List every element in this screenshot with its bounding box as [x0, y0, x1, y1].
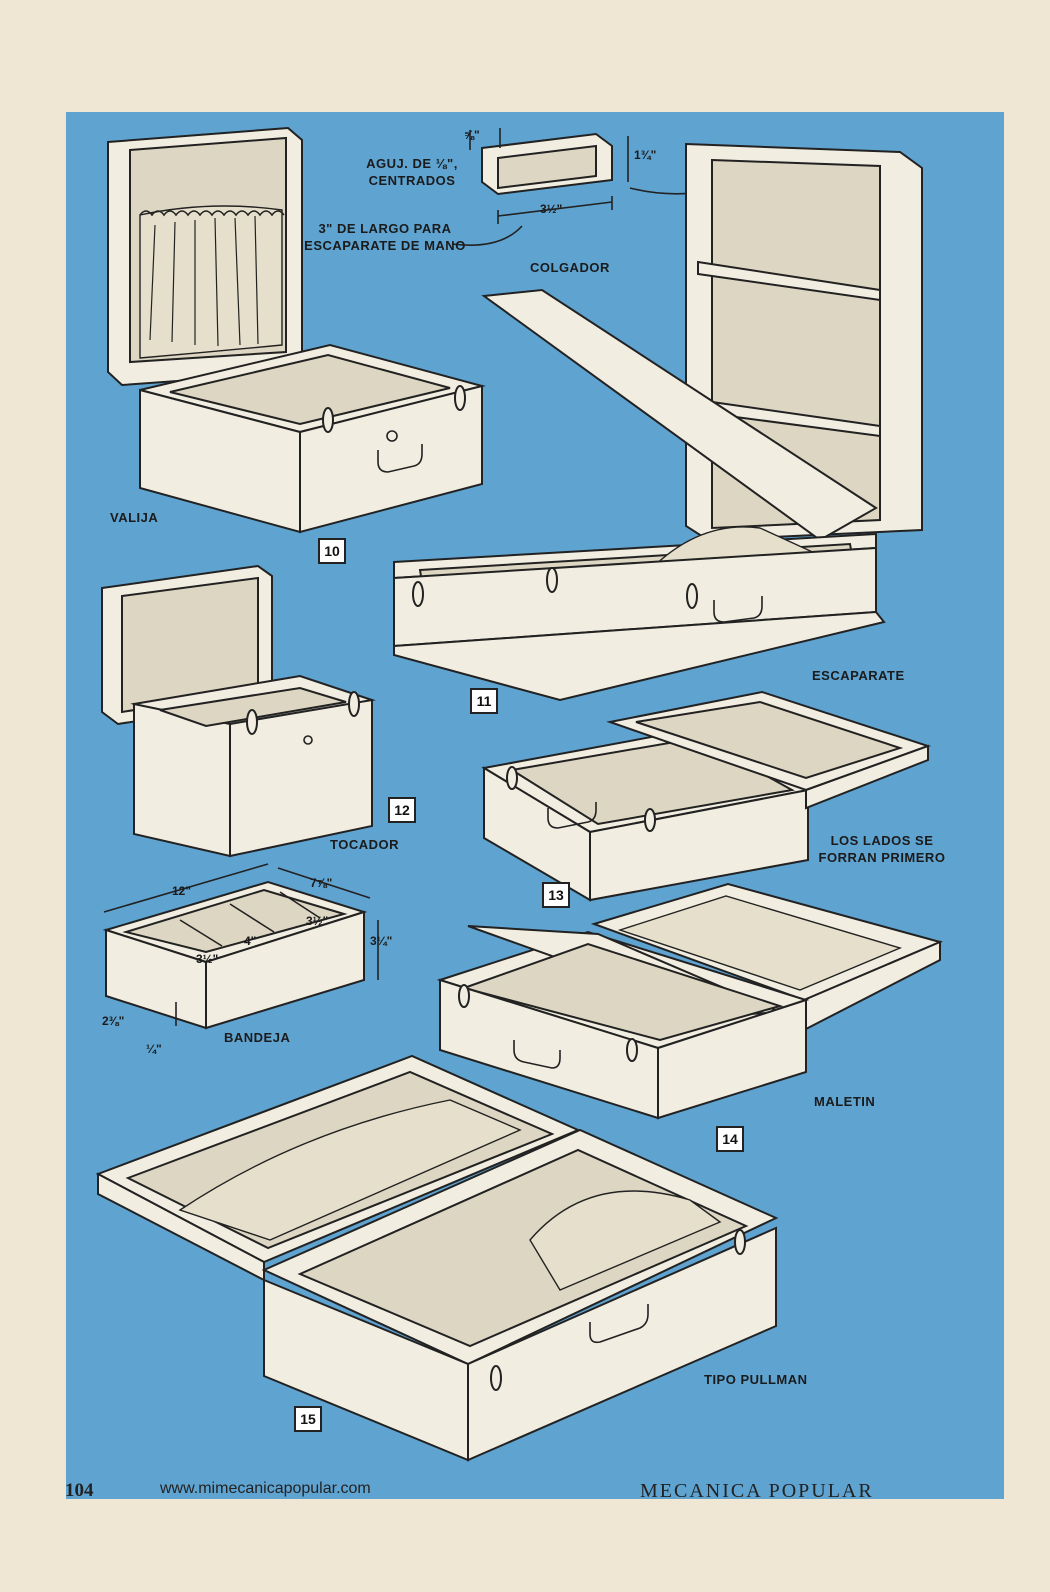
bandeja-dim-238: 2⅜"	[102, 1014, 125, 1028]
colgador-hole-line2: CENTRADOS	[368, 173, 456, 188]
valija-label: VALIJA	[110, 510, 159, 525]
maletin-label: MALETIN	[814, 1094, 876, 1109]
forrado-case-drawing	[481, 690, 932, 902]
escaparate-number: 11	[470, 688, 498, 714]
bandeja-tray-drawing	[102, 863, 379, 1030]
colgador-hole-line1: AGUJ. DE ⅛",	[366, 156, 458, 171]
valija-case-drawing	[107, 126, 486, 534]
bandeja-dim-312-b: 3½"	[196, 952, 219, 966]
tocador-case-drawing	[101, 564, 376, 858]
pullman-number: 15	[294, 1406, 322, 1432]
bandeja-dim-14: ¼"	[146, 1042, 162, 1056]
pullman-case-drawing	[95, 1054, 779, 1462]
maletin-case-drawing	[436, 882, 944, 1120]
colgador-length-note: 3" DE LARGO PARA ESCAPARATE DE MANO	[300, 220, 470, 254]
tocador-label: TOCADOR	[330, 837, 399, 852]
bandeja-dim-314: 3¼"	[370, 934, 393, 948]
bandeja-dim-4: 4"	[244, 934, 257, 948]
colgador-title: COLGADOR	[530, 260, 610, 275]
valija-number: 10	[318, 538, 346, 564]
escaparate-label: ESCAPARATE	[812, 668, 905, 683]
forrado-note: LOS LADOS SE FORRAN PRIMERO	[812, 832, 952, 866]
colgador-length-line2: ESCAPARATE DE MANO	[304, 238, 466, 253]
maletin-number: 14	[716, 1126, 744, 1152]
bandeja-dim-778: 7⅞"	[310, 876, 333, 890]
colgador-length-line1: 3" DE LARGO PARA	[318, 221, 452, 236]
colgador-hole-note: AGUJ. DE ⅛", CENTRADOS	[362, 155, 462, 189]
bandeja-label: BANDEJA	[224, 1030, 291, 1045]
colgador-dim-312: 3½"	[540, 202, 563, 216]
colgador-dim-58: ⅝"	[464, 128, 480, 142]
page-number: 104	[65, 1480, 94, 1501]
bandeja-dim-312-a: 3½"	[306, 914, 329, 928]
escaparate-case-drawing	[393, 142, 923, 702]
pullman-label: TIPO PULLMAN	[704, 1372, 808, 1387]
forrado-note-line1: LOS LADOS SE	[830, 833, 934, 848]
magazine-title: MECANICA POPULAR	[640, 1480, 874, 1502]
colgador-dim-134: 1¾"	[634, 148, 657, 162]
bandeja-dim-12: 12"	[172, 884, 192, 898]
forrado-note-line2: FORRAN PRIMERO	[818, 850, 946, 865]
forrado-number: 13	[542, 882, 570, 908]
website-link[interactable]: www.mimecanicapopular.com	[160, 1480, 371, 1497]
tocador-number: 12	[388, 797, 416, 823]
